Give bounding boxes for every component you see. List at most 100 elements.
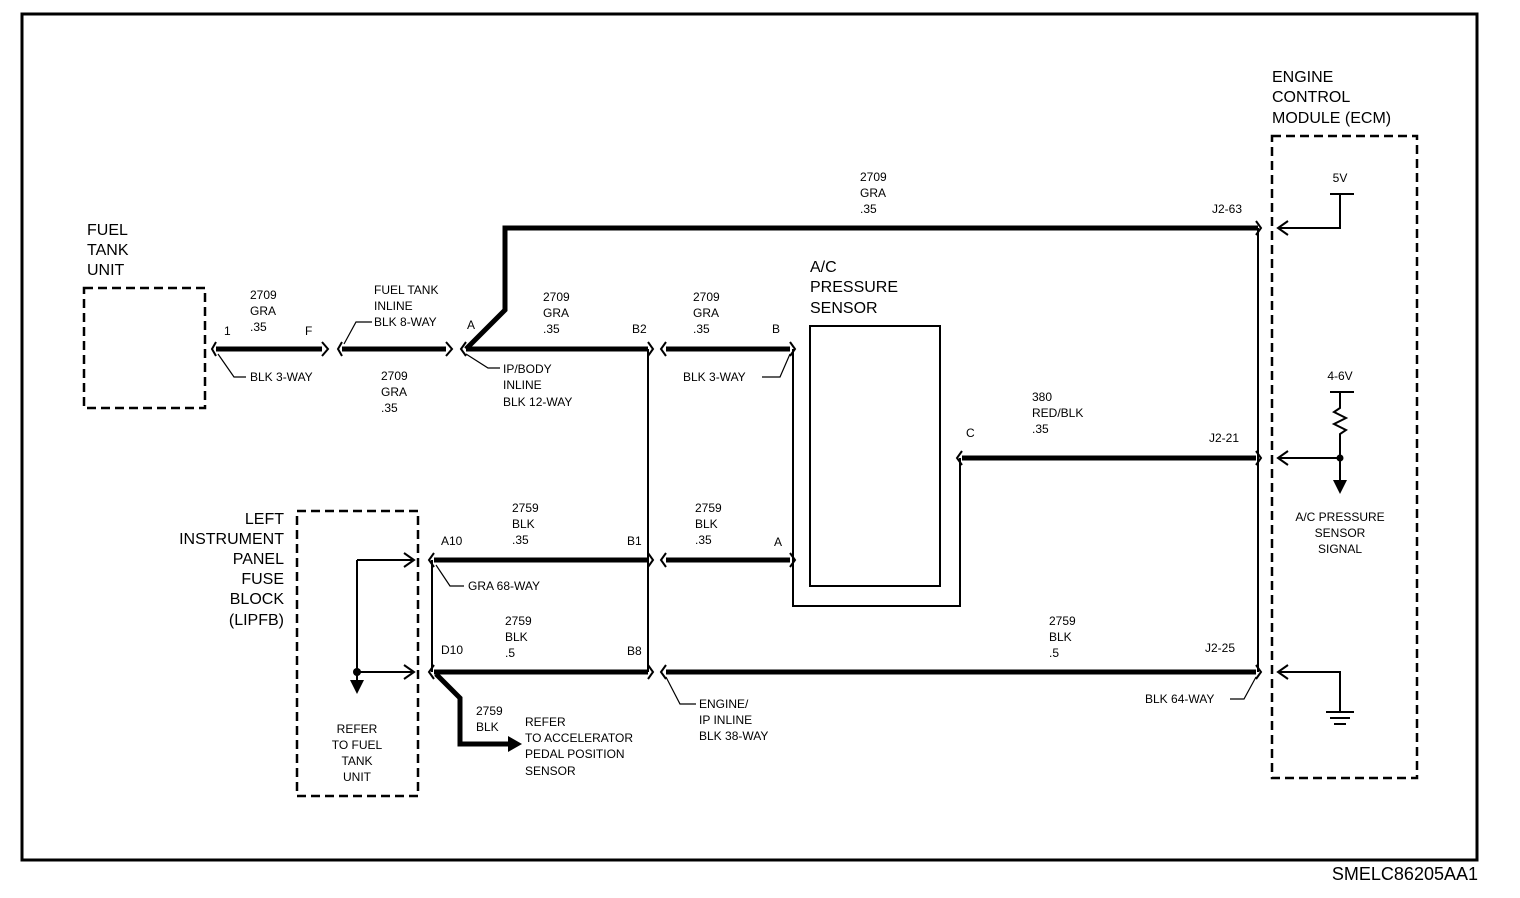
svg-text:2759: 2759 — [512, 501, 539, 515]
svg-text:J2-21: J2-21 — [1209, 431, 1239, 445]
svg-text:1: 1 — [224, 324, 231, 338]
svg-text:A10: A10 — [441, 534, 463, 548]
svg-text:GRA: GRA — [250, 304, 276, 318]
svg-text:J2-63: J2-63 — [1212, 202, 1242, 216]
svg-text:BLK 64-WAY: BLK 64-WAY — [1145, 692, 1214, 706]
svg-text:2709: 2709 — [250, 288, 277, 302]
refer-fuel-tank-text: REFER — [337, 722, 378, 736]
pin-labels: 1 F A B2 B C A10 B1 A D10 B8 J2-63 J2-21… — [224, 202, 1242, 658]
svg-text:.35: .35 — [543, 322, 560, 336]
svg-text:A/C PRESSURE: A/C PRESSURE — [1295, 510, 1384, 524]
svg-text:GRA: GRA — [693, 306, 719, 320]
lipfb-fuse-block: LEFT INSTRUMENT PANEL FUSE BLOCK (LIPFB)… — [179, 509, 420, 798]
wire-labels: 2709 GRA .35 2709 GRA .35 2709 GRA .35 2… — [250, 170, 1083, 734]
svg-text:BLK: BLK — [505, 630, 528, 644]
svg-text:F: F — [305, 324, 312, 338]
svg-text:IP INLINE: IP INLINE — [699, 713, 752, 727]
svg-text:B2: B2 — [632, 322, 647, 336]
svg-text:.35: .35 — [250, 320, 267, 334]
svg-text:LEFT: LEFT — [245, 511, 284, 528]
svg-text:2759: 2759 — [1049, 614, 1076, 628]
svg-text:B1: B1 — [627, 534, 642, 548]
svg-text:4-6V: 4-6V — [1327, 369, 1352, 383]
svg-text:ENGINE: ENGINE — [1272, 69, 1333, 86]
svg-text:SENSOR: SENSOR — [810, 300, 878, 317]
svg-text:.35: .35 — [695, 533, 712, 547]
svg-text:GRA: GRA — [381, 385, 407, 399]
svg-text:GRA: GRA — [543, 306, 569, 320]
svg-text:.5: .5 — [505, 646, 515, 660]
svg-text:C: C — [966, 426, 975, 440]
diagram-frame — [20, 12, 1479, 862]
svg-text:BLK: BLK — [512, 517, 535, 531]
svg-text:TANK: TANK — [341, 754, 372, 768]
svg-text:FUSE: FUSE — [241, 571, 284, 588]
svg-text:.35: .35 — [512, 533, 529, 547]
svg-text:B: B — [772, 322, 780, 336]
svg-text:CONTROL: CONTROL — [1272, 89, 1350, 106]
svg-text:UNIT: UNIT — [87, 262, 125, 279]
svg-text:2709: 2709 — [693, 290, 720, 304]
svg-text:INLINE: INLINE — [503, 378, 542, 392]
svg-text:.5: .5 — [1049, 646, 1059, 660]
svg-text:PRESSURE: PRESSURE — [810, 279, 898, 296]
svg-text:B8: B8 — [627, 644, 642, 658]
svg-text:SENSOR: SENSOR — [525, 764, 576, 778]
svg-text:BLK 3-WAY: BLK 3-WAY — [250, 370, 313, 384]
svg-text:SIGNAL: SIGNAL — [1318, 542, 1362, 556]
svg-text:FUEL TANK: FUEL TANK — [374, 283, 438, 297]
svg-text:A/C: A/C — [810, 259, 837, 276]
svg-text:5V: 5V — [1333, 171, 1348, 185]
svg-text:.35: .35 — [693, 322, 710, 336]
svg-text:BLK 12-WAY: BLK 12-WAY — [503, 395, 572, 409]
svg-text:TANK: TANK — [87, 242, 129, 259]
fuel-tank-unit: FUEL TANK UNIT — [82, 222, 207, 410]
svg-text:IP/BODY: IP/BODY — [503, 362, 552, 376]
svg-text:INSTRUMENT: INSTRUMENT — [179, 531, 284, 548]
connector-labels: FUEL TANK INLINE BLK 8-WAY BLK 3-WAY IP/… — [217, 283, 1257, 743]
svg-text:BLK 38-WAY: BLK 38-WAY — [699, 729, 768, 743]
wiring — [210, 220, 1263, 752]
svg-text:(LIPFB): (LIPFB) — [229, 612, 284, 629]
svg-text:REFER: REFER — [525, 715, 566, 729]
svg-text:A: A — [774, 535, 782, 549]
svg-text:380: 380 — [1032, 390, 1052, 404]
svg-text:.35: .35 — [1032, 422, 1049, 436]
svg-text:GRA 68-WAY: GRA 68-WAY — [468, 579, 540, 593]
svg-text:RED/BLK: RED/BLK — [1032, 406, 1083, 420]
svg-text:.35: .35 — [381, 401, 398, 415]
svg-text:BLK 8-WAY: BLK 8-WAY — [374, 315, 437, 329]
svg-text:BLK: BLK — [476, 720, 499, 734]
svg-text:FUEL: FUEL — [87, 222, 128, 239]
svg-text:PANEL: PANEL — [233, 551, 284, 568]
svg-text:J2-25: J2-25 — [1205, 641, 1235, 655]
ecm-internals: 5V 4-6V A/C PRESSURE SENSOR SIGNAL — [1276, 171, 1385, 725]
svg-text:GRA: GRA — [860, 186, 886, 200]
svg-text:BLK 3-WAY: BLK 3-WAY — [683, 370, 746, 384]
svg-text:2709: 2709 — [543, 290, 570, 304]
svg-text:SENSOR: SENSOR — [1315, 526, 1366, 540]
svg-text:TO ACCELERATOR: TO ACCELERATOR — [525, 731, 633, 745]
svg-text:.35: .35 — [860, 202, 877, 216]
svg-text:ENGINE/: ENGINE/ — [699, 697, 749, 711]
svg-text:PEDAL POSITION: PEDAL POSITION — [525, 747, 625, 761]
svg-text:2709: 2709 — [860, 170, 887, 184]
svg-text:INLINE: INLINE — [374, 299, 413, 313]
svg-text:D10: D10 — [441, 643, 463, 657]
ac-pressure-sensor: A/C PRESSURE SENSOR — [809, 259, 941, 587]
svg-text:2759: 2759 — [505, 614, 532, 628]
svg-text:BLK: BLK — [1049, 630, 1072, 644]
svg-text:MODULE (ECM): MODULE (ECM) — [1272, 110, 1391, 127]
refer-app-sensor: REFER TO ACCELERATOR PEDAL POSITION SENS… — [525, 715, 633, 778]
svg-text:2709: 2709 — [381, 369, 408, 383]
svg-text:BLK: BLK — [695, 517, 718, 531]
svg-text:2759: 2759 — [695, 501, 722, 515]
ecm-module: ENGINE CONTROL MODULE (ECM) — [1270, 69, 1419, 780]
figure-code: SMELC86205AA1 — [1331, 864, 1478, 884]
svg-text:UNIT: UNIT — [343, 770, 372, 784]
svg-text:A: A — [467, 318, 475, 332]
svg-text:BLOCK: BLOCK — [230, 591, 285, 608]
svg-text:2759: 2759 — [476, 704, 503, 718]
svg-text:TO FUEL: TO FUEL — [332, 738, 383, 752]
